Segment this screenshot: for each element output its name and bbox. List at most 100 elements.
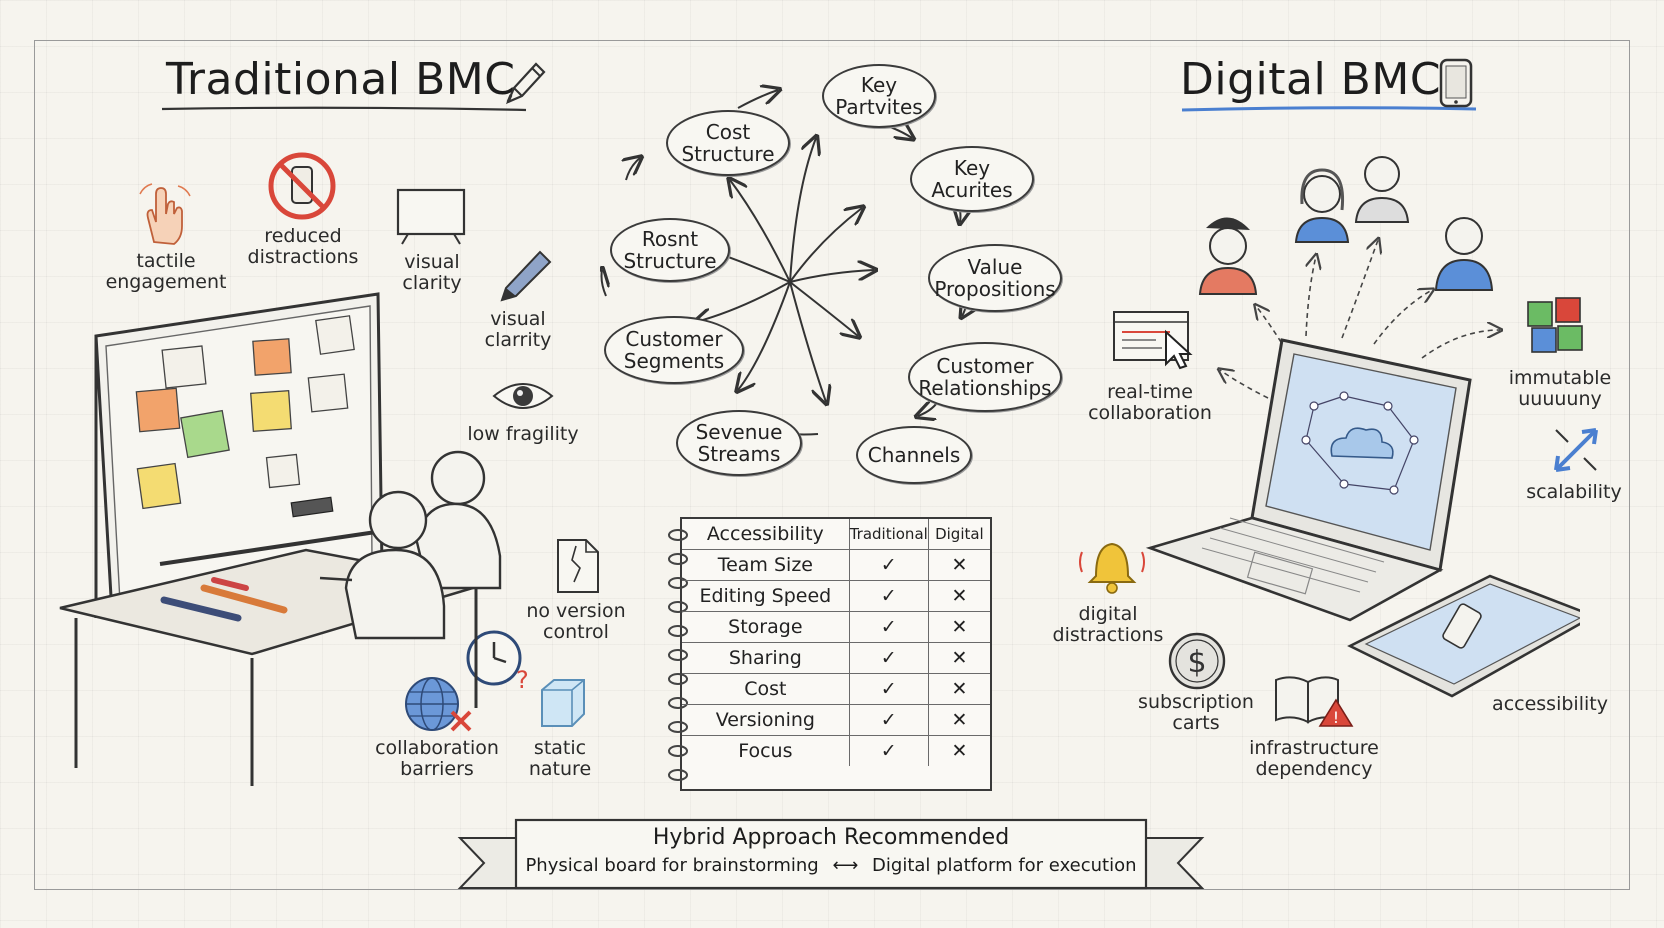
node-rosnt-structure: Rosnt Structure [610,218,730,282]
avatar-gray [1354,156,1410,223]
table-row: Storage ✓ ✕ [682,611,990,643]
digital-distractions-label-text: digital distractions [1052,603,1164,646]
pencil-icon [505,62,546,105]
table-row: Versioning ✓ ✕ [682,704,990,736]
digital-heading-text: Digital BMC [1180,54,1442,105]
no-version-label: no version control [526,601,625,643]
node-value-propositions-text: Value Propositions [934,255,1056,301]
row-label: Versioning [682,704,850,736]
node-value-propositions: Value Propositions [928,244,1062,312]
laptop [1145,338,1472,622]
accessibility-label: accessibility [1492,694,1608,715]
table-row: Sharing ✓ ✕ [682,642,990,674]
row-label: Storage [682,611,850,643]
check-icon: ✓ [849,735,929,766]
cross-icon: ✕ [928,549,990,581]
scalability-label-text: scalability [1526,481,1622,503]
banner-ribbon [457,818,1205,890]
node-rosnt-structure-text: Rosnt Structure [623,227,717,273]
remote-team-avatars [1198,156,1494,295]
double-arrow-icon: ⟷ [832,855,859,876]
check-icon: ✓ [849,642,929,674]
table-row: Team Size ✓ ✕ [682,549,990,581]
tactile-label-text: tactile engagement [105,250,227,293]
node-customer-relationships-text: Customer Relationships [918,354,1052,400]
tablet [1347,574,1580,698]
node-key-partners-text: Key Partvites [835,73,923,119]
check-icon: ✓ [849,549,929,581]
scalability-label: scalability [1526,482,1622,503]
clock-question-icon: ? [466,630,529,692]
node-revenue-streams: Sevenue Streams [676,410,802,476]
cross-icon: ✕ [928,673,990,705]
node-customer-segments-text: Customer Segments [623,327,725,373]
avatar-blue-man [1434,217,1494,291]
check-icon: ✓ [849,580,929,612]
accessibility-label-text: accessibility [1492,693,1608,715]
digital-heading: Digital BMC [1180,54,1441,105]
table-row: Editing Speed ✓ ✕ [682,580,990,612]
whiteboard-icon [396,188,466,245]
subscription-label: subscription carts [1138,692,1254,734]
header-accessibility: Accessibility [682,519,850,550]
static-nature-label-text: static nature [528,737,592,780]
immutable-label: immutable uuuuuny [1509,368,1611,410]
visual-clarrity-label-text: visual clarrity [484,308,552,351]
puzzle-icon [1527,297,1583,353]
reduced-label: reduced distractions [248,226,359,268]
comparison-table: Accessibility Traditional Digital Team S… [682,519,990,766]
digital-distractions-label: digital distractions [1053,604,1164,646]
cross-icon: ✕ [928,642,990,674]
cross-icon: ✕ [928,611,990,643]
subscription-label-text: subscription carts [1138,691,1254,734]
no-phone-icon [268,152,336,220]
node-key-activities-text: Key Acurites [931,156,1013,202]
node-customer-relationships: Customer Relationships [908,342,1062,412]
markers-on-table [160,577,288,622]
node-key-partners: Key Partvites [822,64,936,128]
expand-arrows-icon [1554,428,1598,472]
collaboration-barriers-label-text: collaboration barriers [375,737,499,780]
smartphone-icon [1439,58,1473,108]
row-label: Focus [682,735,850,766]
digital-underline [1181,106,1477,112]
static-nature-label: static nature [529,738,591,780]
torn-document-icon [557,539,599,593]
node-cost-structure: Cost Structure [666,110,790,176]
globe-cross-icon [405,677,472,732]
row-label: Team Size [682,549,850,581]
row-label: Cost [682,673,850,705]
node-key-activities: Key Acurites [910,146,1034,212]
visual-clarrity-label: visual clarrity [485,309,552,351]
visual-clarity-label-text: visual clarity [402,251,462,294]
traditional-underline [161,106,527,112]
ice-cube-icon [541,679,585,727]
row-label: Editing Speed [682,580,850,612]
avatar-red [1198,217,1258,295]
comparison-notepad: Accessibility Traditional Digital Team S… [668,517,992,791]
dollar-coin-icon: $ [1168,632,1226,690]
collaboration-barriers-label: collaboration barriers [375,738,499,780]
table-row: Focus ✓ ✕ [682,735,990,766]
bell-icon [1079,542,1145,594]
banner-subtitle: Physical board for brainstorming ⟷ Digit… [515,855,1147,876]
cross-icon: ✕ [928,580,990,612]
eye-icon [492,383,554,409]
sketch-frame [34,40,1630,890]
header-digital: Digital [928,519,990,550]
banner-left-text: Physical board for brainstorming [525,855,819,876]
browser-cursor-icon [1113,311,1193,370]
immutable-label-text: immutable uuuuuny [1508,367,1612,410]
cross-icon: ✕ [951,740,968,762]
marker-icon [500,250,552,302]
hybrid-banner: Hybrid Approach Recommended Physical boa… [515,817,1147,889]
node-channels: Channels [856,426,972,484]
node-cost-structure-text: Cost Structure [681,120,775,166]
reduced-label-text: reduced distractions [247,225,359,268]
tactile-label: tactile engagement [106,251,227,293]
no-version-label-text: no version control [526,600,626,643]
check-icon: ✓ [849,611,929,643]
visual-clarity-label: visual clarity [402,252,461,294]
banner-right-text: Digital platform for execution [872,855,1137,876]
infrastructure-label-text: infrastructure dependency [1249,737,1379,780]
